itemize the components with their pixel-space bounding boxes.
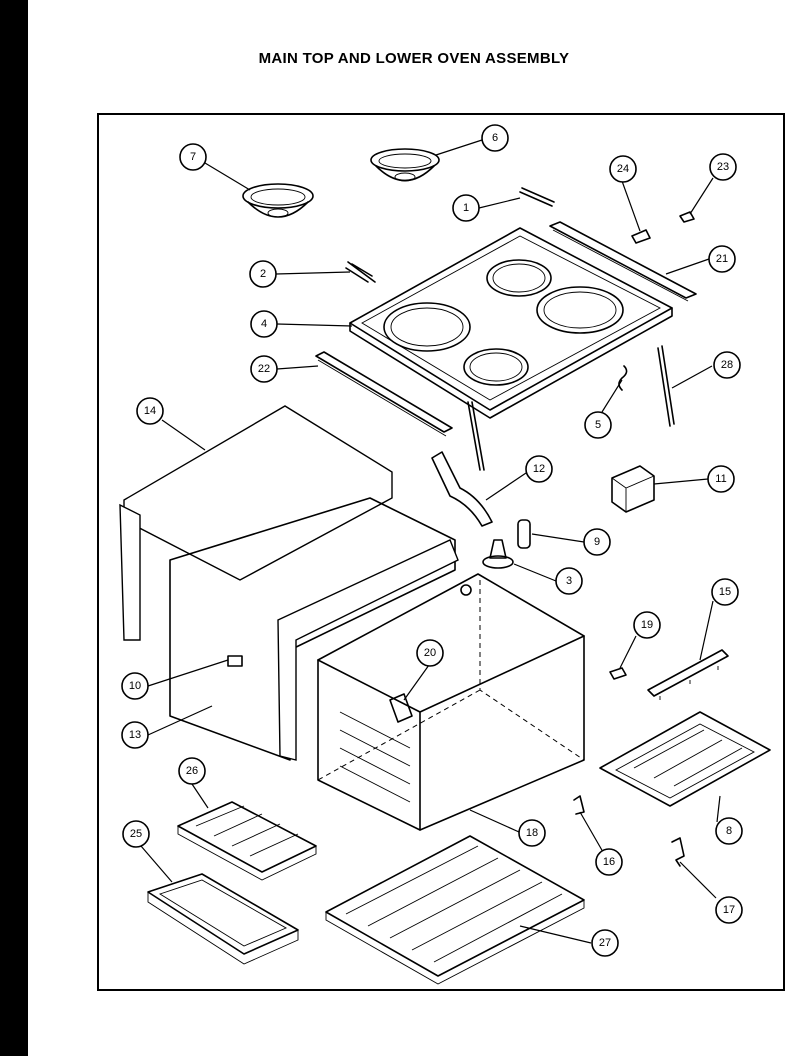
part-1-bracket — [519, 187, 555, 207]
part-7-burner-bowl — [242, 183, 314, 218]
svg-text:21: 21 — [716, 253, 728, 265]
callout-18: 18 — [518, 819, 546, 847]
part-15-bracket — [647, 649, 729, 700]
svg-text:22: 22 — [258, 363, 270, 375]
callout-23: 23 — [709, 153, 737, 181]
svg-text:2: 2 — [260, 268, 266, 280]
svg-text:24: 24 — [617, 163, 629, 175]
callout-11: 11 — [707, 465, 735, 493]
svg-text:1: 1 — [463, 202, 469, 214]
callout-25: 25 — [122, 820, 150, 848]
svg-text:19: 19 — [641, 619, 653, 631]
svg-text:5: 5 — [595, 419, 601, 431]
svg-text:9: 9 — [594, 536, 600, 548]
part-19-clip — [609, 667, 627, 680]
callout-28: 28 — [713, 351, 741, 379]
leader-lines — [140, 139, 721, 944]
callout-9: 9 — [583, 528, 611, 556]
callout-14: 14 — [136, 397, 164, 425]
callout-15: 15 — [711, 578, 739, 606]
svg-text:27: 27 — [599, 937, 611, 949]
callout-8: 8 — [715, 817, 743, 845]
svg-text:20: 20 — [424, 647, 436, 659]
part-21-side-trim — [549, 221, 697, 302]
svg-text:6: 6 — [492, 132, 498, 144]
callout-22: 22 — [250, 355, 278, 383]
part-17-clip — [671, 837, 685, 867]
part-rod-under-top — [467, 401, 485, 471]
diagram-frame — [97, 113, 785, 991]
svg-text:23: 23 — [717, 161, 729, 173]
svg-text:17: 17 — [723, 904, 735, 916]
svg-text:13: 13 — [129, 729, 141, 741]
callout-19: 19 — [633, 611, 661, 639]
part-11-switch — [611, 465, 655, 513]
svg-text:26: 26 — [186, 765, 198, 777]
part-27-oven-rack — [325, 835, 585, 985]
callout-16: 16 — [595, 848, 623, 876]
scan-edge — [0, 0, 28, 1056]
part-16-clip — [573, 795, 585, 815]
callout-27: 27 — [591, 929, 619, 957]
part-23-clip — [679, 211, 695, 223]
part-4-cooktop — [349, 227, 673, 419]
svg-text:25: 25 — [130, 828, 142, 840]
callout-5: 5 — [584, 411, 612, 439]
part-8-broil-element — [599, 711, 771, 807]
svg-text:8: 8 — [726, 825, 732, 837]
callout-24: 24 — [609, 155, 637, 183]
callout-17: 17 — [715, 896, 743, 924]
part-13-insulation-wrap — [169, 497, 459, 761]
callout-4: 4 — [250, 310, 278, 338]
svg-text:3: 3 — [566, 575, 572, 587]
svg-text:18: 18 — [526, 827, 538, 839]
part-26-broil-insert — [177, 801, 317, 881]
callout-20: 20 — [416, 639, 444, 667]
svg-text:16: 16 — [603, 856, 615, 868]
part-5-spring — [618, 365, 628, 391]
part-24-clip — [631, 229, 651, 244]
part-12-tube — [431, 451, 493, 527]
part-9-sensor — [517, 519, 531, 549]
callout-12: 12 — [525, 455, 553, 483]
part-25-broil-pan — [147, 873, 299, 965]
callout-2: 2 — [249, 260, 277, 288]
svg-text:14: 14 — [144, 405, 156, 417]
part-2-clips — [345, 261, 376, 283]
callout-21: 21 — [708, 245, 736, 273]
callout-1: 1 — [452, 194, 480, 222]
svg-text:11: 11 — [715, 473, 726, 485]
part-28-rod — [657, 345, 675, 427]
part-14-insulation-top — [119, 405, 393, 641]
svg-text:28: 28 — [721, 359, 733, 371]
part-3-fitting — [482, 539, 514, 569]
part-18-oven-cavity — [317, 573, 585, 831]
part-22-side-trim — [315, 351, 453, 437]
callout-3: 3 — [555, 567, 583, 595]
callout-10: 10 — [121, 672, 149, 700]
svg-text:7: 7 — [190, 151, 196, 163]
svg-text:15: 15 — [719, 586, 731, 598]
callout-26: 26 — [178, 757, 206, 785]
part-6-burner-bowl — [370, 148, 440, 182]
callout-13: 13 — [121, 721, 149, 749]
callout-7: 7 — [179, 143, 207, 171]
svg-text:10: 10 — [129, 680, 141, 692]
svg-text:12: 12 — [533, 463, 545, 475]
callout-6: 6 — [481, 124, 509, 152]
diagram-title: MAIN TOP AND LOWER OVEN ASSEMBLY — [258, 50, 570, 67]
svg-text:4: 4 — [261, 318, 267, 330]
